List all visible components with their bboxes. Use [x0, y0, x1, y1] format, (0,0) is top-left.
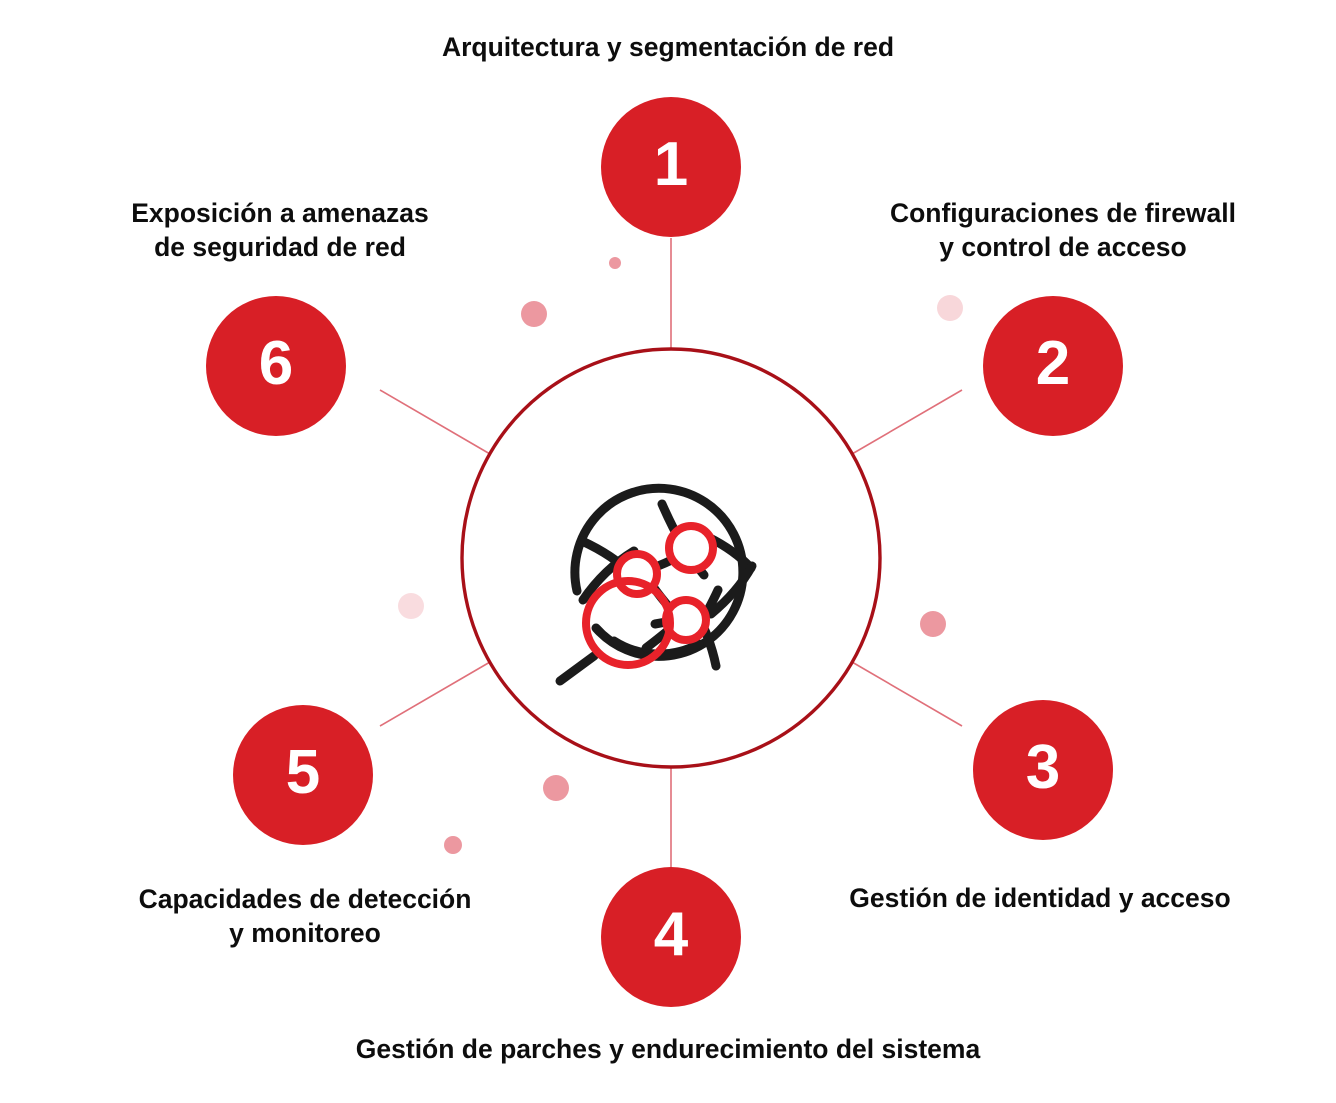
magnifier-handle: [555, 651, 599, 686]
node-circle-3[interactable]: 3: [973, 700, 1113, 840]
connector-lines: [379, 238, 963, 878]
decorative-dot: [398, 593, 424, 619]
node-number-2: 2: [1035, 329, 1071, 398]
node-label-6: Exposición a amenazas de seguridad de re…: [131, 198, 429, 263]
connector-line-2: [851, 389, 963, 455]
magnifier-lens: [582, 577, 674, 669]
decorative-dot: [444, 836, 462, 854]
node-circle-6[interactable]: 6: [206, 296, 346, 436]
node-number-1: 1: [653, 130, 689, 199]
globe-curve-lower-right: [706, 561, 757, 619]
node-number-3: 3: [1025, 733, 1061, 802]
node-circle-1[interactable]: 1: [601, 97, 741, 237]
decorative-dot: [521, 301, 547, 327]
decorative-dot: [609, 257, 621, 269]
node-number-6: 6: [258, 329, 294, 398]
node-label-5: Capacidades de detección y monitoreo: [138, 884, 472, 949]
decorative-dot: [543, 775, 569, 801]
node-circle-2[interactable]: 2: [983, 296, 1123, 436]
node-number-4: 4: [653, 900, 689, 969]
connector-line-6: [379, 389, 491, 455]
node-label-2: Configuraciones de firewall y control de…: [889, 198, 1237, 263]
node-circle-5[interactable]: 5: [233, 705, 373, 845]
decorative-dot: [920, 611, 946, 637]
network-node-top-right: [665, 522, 717, 574]
decorative-dots: [398, 257, 963, 854]
connector-line-5: [379, 661, 491, 727]
connector-line-3: [851, 661, 963, 727]
decorative-dot: [937, 295, 963, 321]
node-label-4: Gestión de parches y endurecimiento del …: [355, 1034, 981, 1064]
network-globe-magnifier-icon: [555, 483, 757, 686]
node-label-3: Gestión de identidad y acceso: [849, 883, 1231, 913]
node-label-1: Arquitectura y segmentación de red: [441, 32, 895, 62]
node-circle-4[interactable]: 4: [601, 867, 741, 1007]
node-number-5: 5: [285, 738, 321, 807]
